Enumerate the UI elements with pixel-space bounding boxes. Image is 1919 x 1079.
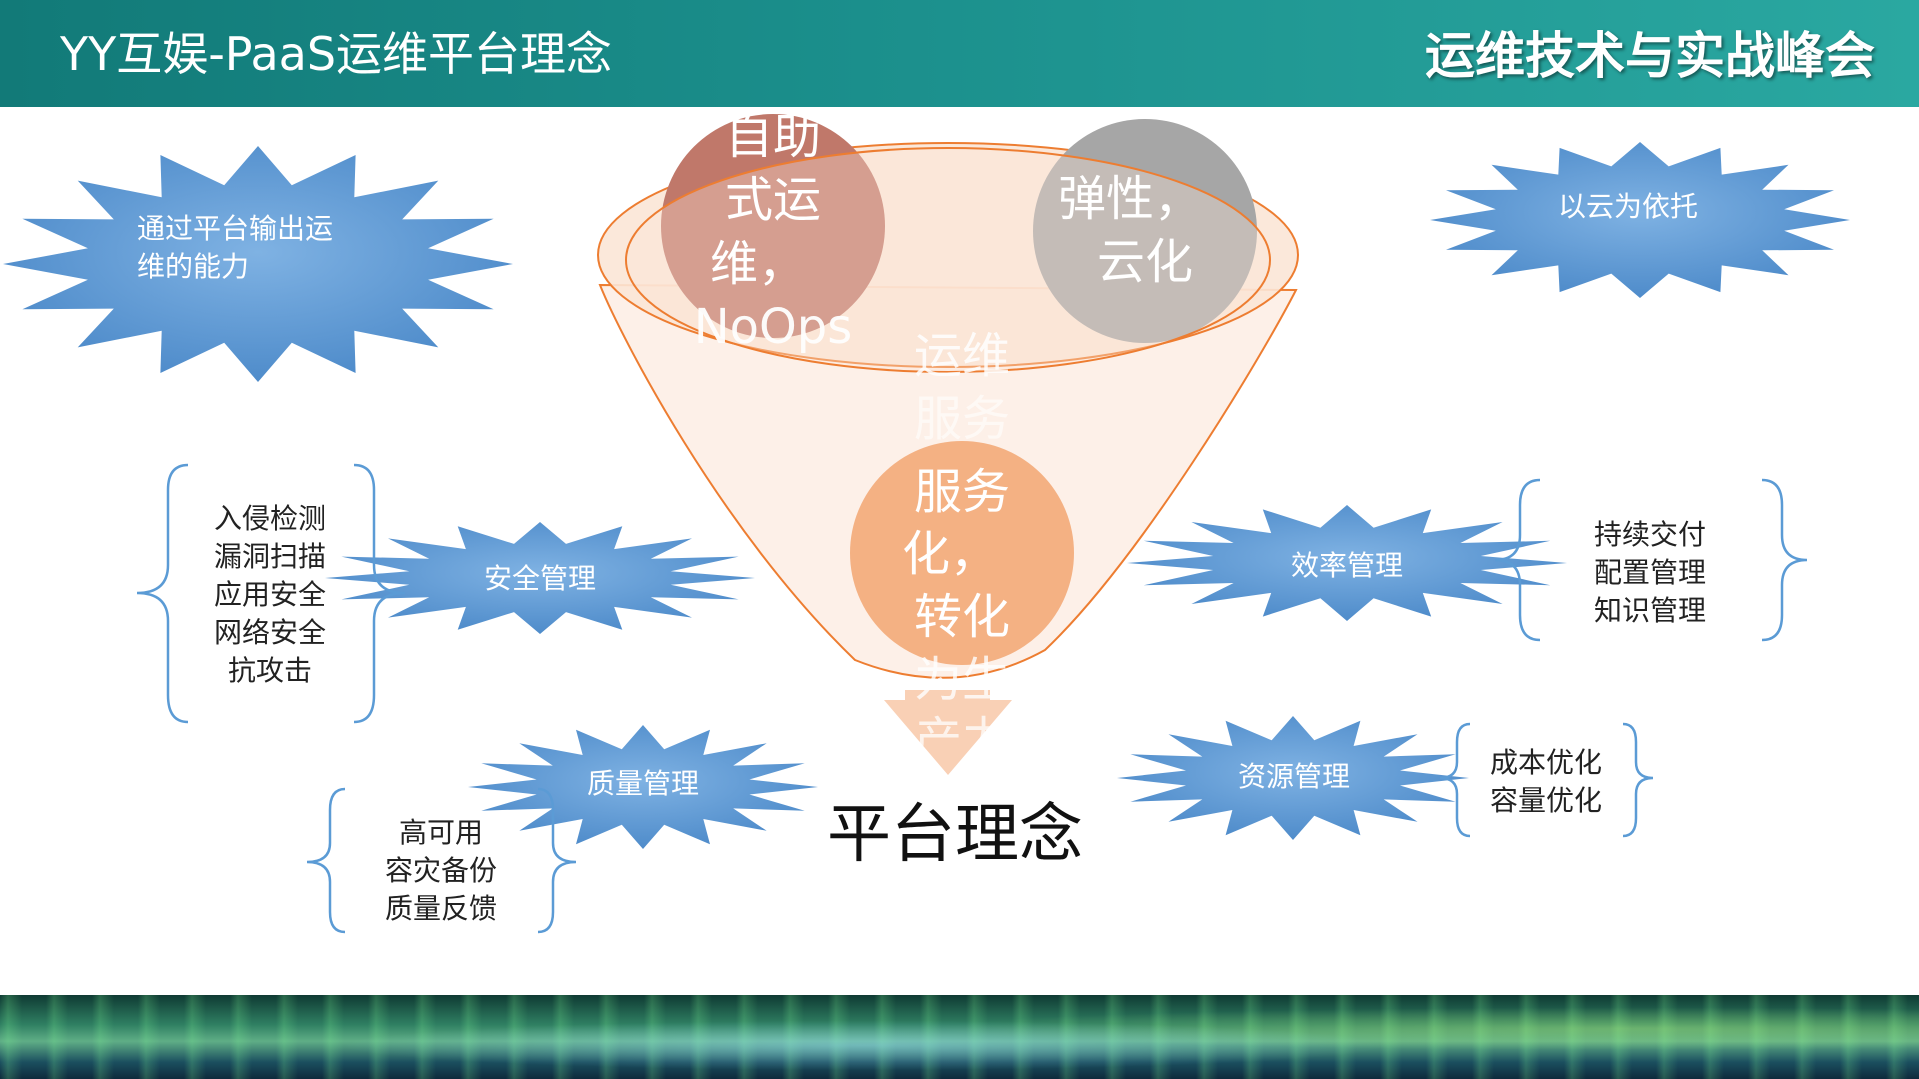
service-line: 服务	[914, 464, 1010, 520]
noops-line: NoOps	[694, 299, 853, 355]
quality-brace	[306, 787, 577, 934]
security-label: 安全管理	[484, 562, 596, 595]
service-line: 为生	[914, 652, 1010, 708]
list-item: 应用安全	[214, 578, 326, 611]
efficiency-label: 效率管理	[1291, 549, 1403, 582]
event-title: 运维技术与实战峰会	[1425, 27, 1875, 85]
down-arrow	[884, 690, 1012, 775]
page-title: YY互娱-PaaS运维平台理念	[60, 27, 613, 81]
resource-brace	[1439, 722, 1654, 838]
noops-line: 式运	[725, 172, 821, 228]
platform-output-line: 维的能力	[137, 250, 249, 283]
security-brace	[136, 463, 406, 724]
list-item: 抗攻击	[228, 654, 312, 687]
quality-list: 高可用 容灾备份 质量反馈	[385, 816, 497, 925]
quality-star	[468, 725, 818, 849]
service-circle-text: 运维 服务 服务 化， 转化 为生 产力	[902, 328, 1010, 768]
cloud-star	[1430, 142, 1850, 298]
noops-line: 维，	[710, 236, 806, 292]
platform-output-line: 通过平台输出运	[137, 212, 333, 245]
list-item: 容灾备份	[385, 854, 497, 887]
center-title: 平台理念	[827, 798, 1083, 872]
noops-circle	[661, 114, 885, 338]
header-banner: YY互娱-PaaS运维平台理念 运维技术与实战峰会	[0, 0, 1919, 107]
service-line: 转化	[914, 589, 1010, 645]
quality-label: 质量管理	[587, 767, 699, 800]
resource-label: 资源管理	[1238, 760, 1350, 793]
elastic-line: 弹性，	[1058, 171, 1202, 227]
service-line: 服务	[914, 391, 1010, 447]
noops-circle-text: 自助 式运 维， NoOps	[694, 109, 853, 355]
elastic-circle	[1033, 119, 1257, 343]
footer-banner	[0, 995, 1919, 1079]
service-line: 产力	[914, 712, 1010, 768]
list-item: 配置管理	[1594, 556, 1706, 589]
list-item: 知识管理	[1594, 594, 1706, 627]
cloud-label: 以云为依托	[1558, 190, 1698, 223]
noops-line: 自助	[725, 109, 821, 165]
service-line: 运维	[914, 328, 1010, 384]
efficiency-brace	[1494, 478, 1808, 642]
funnel-rim-inner	[625, 147, 1271, 373]
resource-list: 成本优化 容量优化	[1490, 746, 1602, 817]
elastic-circle-text: 弹性， 云化	[1058, 171, 1202, 290]
efficiency-star	[1127, 505, 1567, 621]
platform-output-star	[3, 146, 513, 382]
security-star	[325, 522, 755, 634]
efficiency-list: 持续交付 配置管理 知识管理	[1594, 518, 1706, 627]
list-item: 网络安全	[214, 616, 326, 649]
elastic-line: 云化	[1097, 234, 1193, 290]
list-item: 入侵检测	[214, 502, 326, 535]
list-item: 漏洞扫描	[214, 540, 326, 573]
service-circle	[850, 441, 1074, 665]
list-item: 持续交付	[1594, 518, 1706, 551]
list-item: 高可用	[399, 816, 483, 849]
list-item: 容量优化	[1490, 784, 1602, 817]
service-line: 化，	[902, 526, 998, 582]
security-list: 入侵检测 漏洞扫描 应用安全 网络安全 抗攻击	[214, 502, 326, 687]
resource-star	[1117, 716, 1469, 840]
list-item: 质量反馈	[385, 892, 497, 925]
list-item: 成本优化	[1490, 746, 1602, 779]
